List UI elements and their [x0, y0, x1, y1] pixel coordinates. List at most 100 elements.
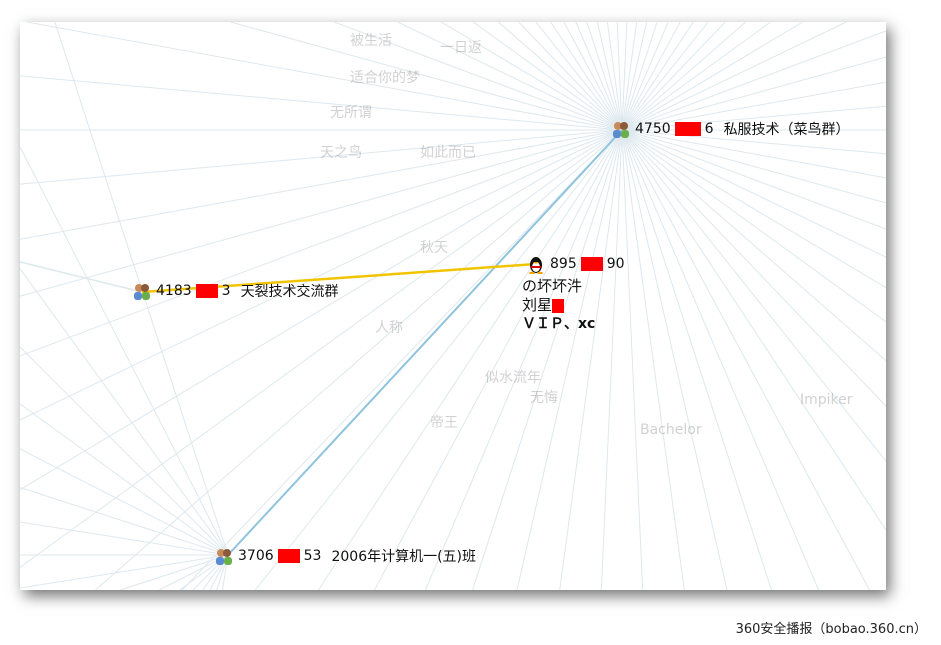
faint-edge	[621, 22, 746, 131]
group-name: 私服技术（菜鸟群）	[723, 122, 850, 138]
group-icon	[611, 119, 631, 139]
faint-edge	[621, 22, 648, 131]
faint-edge	[621, 22, 658, 131]
faint-edge	[20, 129, 623, 240]
user-nickname: の坏坏汼	[522, 277, 583, 295]
group-number: 4183	[156, 283, 192, 299]
faint-edge	[621, 129, 886, 323]
faint-edge	[621, 81, 886, 131]
faint-edge	[621, 22, 709, 131]
faint-edge	[20, 129, 623, 568]
qq-number: 895	[550, 256, 577, 272]
faint-edge	[616, 22, 623, 131]
faint-edge	[600, 129, 623, 590]
faint-edge	[621, 22, 681, 131]
faint-edge	[20, 403, 229, 556]
faint-edge	[596, 22, 623, 131]
faint-edge	[621, 129, 886, 407]
faint-edge	[621, 129, 886, 362]
faint-edge	[473, 22, 623, 131]
faint-edge	[181, 129, 623, 590]
faint-edge	[516, 129, 623, 590]
faint-edge	[254, 129, 623, 590]
faint-edge	[621, 22, 726, 131]
faint-edge	[20, 448, 229, 556]
faint-edge	[20, 261, 143, 293]
background-label: Impiker	[800, 392, 853, 408]
background-label: 帝王	[430, 415, 458, 431]
background-label: 人称	[375, 320, 403, 336]
background-label: 适合你的梦	[350, 70, 420, 86]
watermark: 360安全播报（bobao.360.cn）	[735, 622, 927, 637]
edge-user-group-bottom	[227, 129, 623, 556]
redaction	[195, 284, 218, 298]
group-name: 2006年计算机一(五)班	[331, 549, 477, 565]
faint-edge	[559, 129, 623, 590]
faint-edge	[20, 129, 623, 357]
group-icon	[132, 281, 152, 301]
faint-edge	[586, 22, 623, 131]
background-label: 似水流年	[485, 370, 541, 386]
faint-edge	[440, 22, 623, 131]
faint-edge	[374, 129, 623, 590]
background-label: Bachelor	[640, 422, 702, 438]
faint-edge	[621, 129, 820, 590]
faint-edge	[621, 129, 886, 289]
faint-edge	[621, 129, 886, 258]
node-group-left[interactable]: 4183 3 天裂技术交流群	[132, 281, 339, 301]
faint-edge	[606, 22, 623, 131]
faint-edge	[621, 30, 886, 131]
background-label: 如此而已	[420, 145, 476, 161]
faint-edge	[621, 129, 728, 590]
background-label: 被生活	[350, 33, 392, 49]
faint-edge	[20, 129, 623, 297]
faint-edge	[621, 129, 886, 531]
background-label: 无所谓	[330, 105, 372, 121]
redaction	[674, 122, 701, 136]
faint-edge	[575, 22, 623, 131]
qq-number-suffix: 90	[606, 256, 625, 272]
group-number-suffix: 6	[704, 121, 714, 137]
group-number-suffix: 3	[221, 283, 231, 299]
group-name: 天裂技术交流群	[240, 284, 339, 300]
qq-penguin-icon	[526, 254, 546, 274]
node-user[interactable]: 895 90	[526, 254, 625, 274]
faint-edge	[20, 486, 229, 556]
user-tag: ＶＩＰ、xc	[522, 316, 596, 332]
background-label: 天之鸟	[320, 145, 362, 161]
faint-edge	[20, 129, 623, 185]
redaction	[277, 549, 300, 563]
faint-edge	[424, 129, 623, 590]
faint-edge	[20, 129, 623, 421]
faint-edge	[20, 346, 229, 556]
faint-edge	[563, 22, 623, 131]
group-icon	[214, 546, 234, 566]
faint-edge	[120, 554, 229, 590]
faint-edge	[621, 22, 771, 131]
faint-edge	[20, 129, 623, 491]
faint-edge	[397, 22, 623, 131]
faint-edge	[550, 22, 623, 131]
faint-edge	[621, 105, 886, 131]
group-number-suffix: 53	[303, 548, 322, 564]
faint-edge	[621, 129, 870, 590]
faint-edge	[518, 22, 623, 131]
user-name: 刘星	[522, 297, 565, 314]
node-group-top[interactable]: 4750 6 私服技术（菜鸟群）	[611, 119, 850, 139]
group-number: 4750	[635, 121, 671, 137]
faint-edge	[621, 22, 694, 131]
faint-edge	[621, 129, 886, 204]
faint-edge	[621, 129, 886, 462]
faint-edge	[621, 22, 628, 131]
background-label: 一日返	[440, 40, 482, 56]
faint-edge	[472, 129, 623, 590]
faint-edge	[334, 22, 623, 131]
faint-edge	[621, 22, 847, 131]
faint-edge	[621, 22, 669, 131]
edges-layer	[20, 22, 886, 590]
faint-edge	[621, 129, 886, 230]
faint-edge	[317, 129, 623, 590]
faint-edge	[20, 554, 229, 589]
